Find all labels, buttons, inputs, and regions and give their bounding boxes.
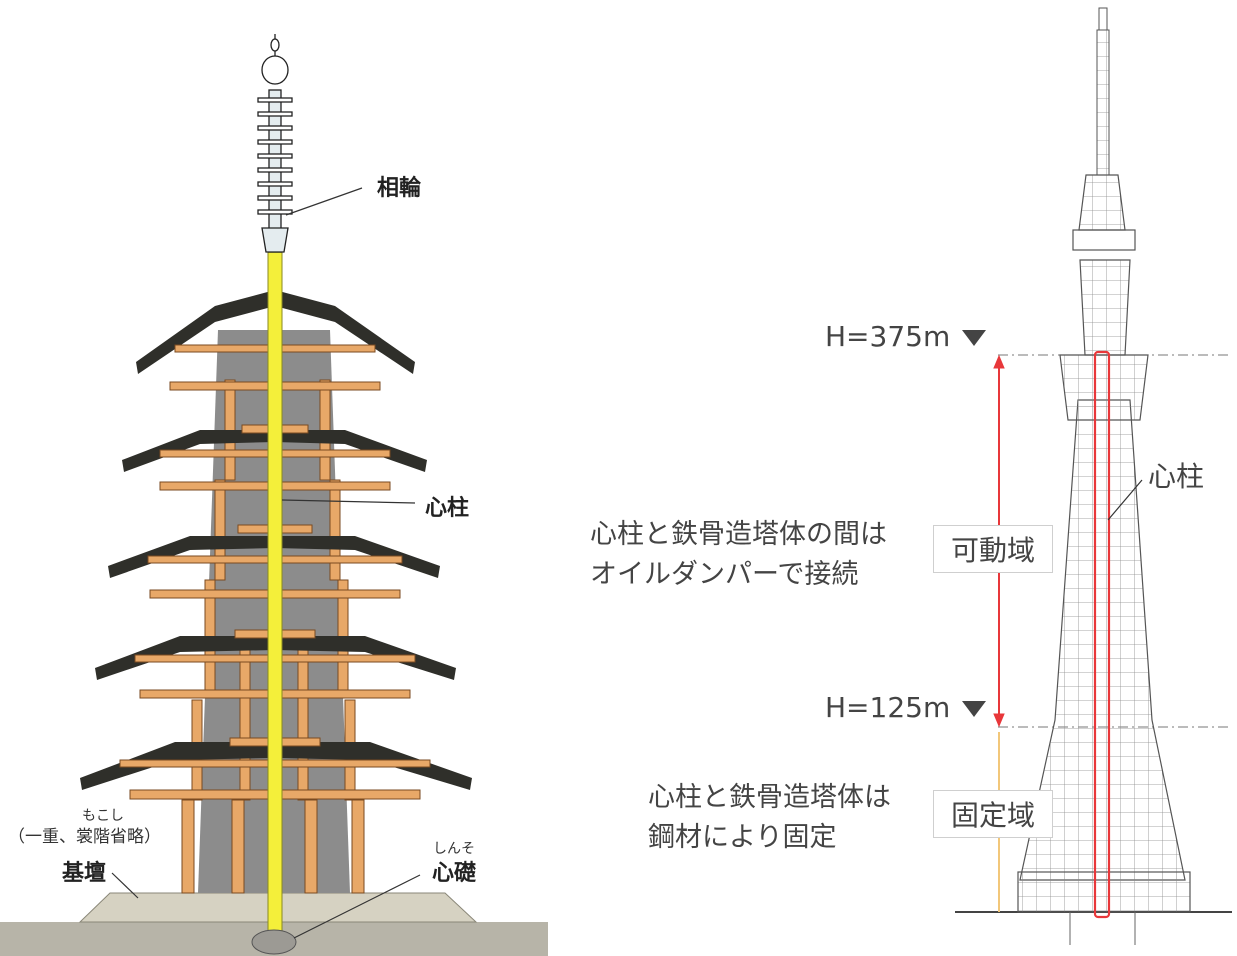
- fixed-zone-box: 固定域: [933, 790, 1053, 838]
- h375-marker-icon: [962, 330, 986, 346]
- sorin-label: 相輪: [377, 176, 422, 201]
- shinso-label: 心礎: [432, 861, 477, 886]
- movable-zone-box: 可動域: [933, 525, 1053, 573]
- h375-label: H=375m: [825, 320, 951, 353]
- tower-body: [1017, 7, 1191, 945]
- tower-shinbashira-label: 心柱: [1148, 460, 1205, 493]
- fixed-desc-line2: 鋼材により固定: [648, 822, 837, 853]
- mokoshi-label: （一重、裳階省略）: [8, 827, 161, 847]
- h125-label: H=125m: [825, 691, 951, 724]
- tower-shinbashira-leader: [1107, 479, 1143, 521]
- shinso-ruby: しんそ: [433, 841, 475, 857]
- pagoda-roofs: [80, 290, 472, 790]
- mokoshi-ruby: もこし: [82, 808, 124, 824]
- pagoda-leader-lines: [111, 187, 421, 939]
- movable-desc-line2: オイルダンパーで接続: [590, 559, 859, 590]
- pagoda-shinbashira-label: 心柱: [425, 496, 470, 521]
- h125-marker-icon: [962, 701, 986, 717]
- kidan-label: 基壇: [62, 861, 107, 886]
- sorin-spire: [257, 34, 293, 253]
- fixed-desc-line1: 心柱と鉄骨造塔体は: [648, 782, 891, 813]
- tower-shinbashira: [1093, 350, 1111, 919]
- shinso-stone: [251, 929, 297, 955]
- movable-desc-line1: 心柱と鉄骨造塔体の間は: [590, 519, 887, 550]
